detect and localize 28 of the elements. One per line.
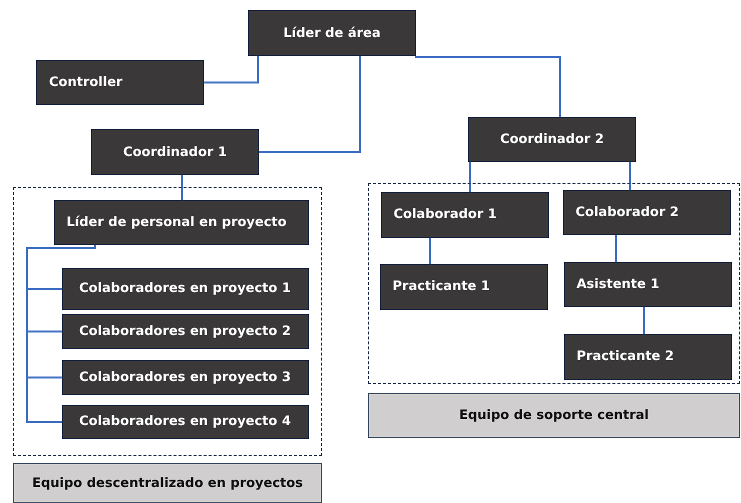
connector-line bbox=[204, 56, 259, 84]
connector-line bbox=[26, 245, 96, 423]
connector-line bbox=[415, 55, 561, 117]
role-box: Asistente 1 bbox=[564, 262, 732, 306]
connector-line bbox=[643, 307, 645, 334]
connector-line bbox=[259, 56, 361, 153]
role-box: Coordinador 2 bbox=[468, 117, 636, 162]
dashed-group-box bbox=[368, 183, 740, 384]
connector-line bbox=[615, 235, 617, 262]
connector-line bbox=[429, 238, 431, 264]
team-label-box: Equipo descentralizado en proyectos bbox=[13, 463, 322, 503]
role-box: Practicante 1 bbox=[380, 264, 548, 310]
role-box: Líder de área bbox=[248, 10, 416, 56]
role-box: Líder de personal en proyecto bbox=[54, 200, 308, 244]
connector-line bbox=[181, 175, 183, 200]
role-box: Coordinador 1 bbox=[91, 129, 259, 175]
team-label-box: Equipo de soporte central bbox=[368, 393, 740, 438]
connector-line bbox=[629, 162, 631, 190]
role-box: Colaboradores en proyecto 4 bbox=[62, 404, 308, 438]
role-box: Colaboradores en proyecto 1 bbox=[62, 268, 308, 310]
role-box: Controller bbox=[36, 60, 204, 105]
role-box: Colaborador 2 bbox=[562, 190, 730, 234]
connector-line bbox=[469, 162, 471, 192]
role-box: Colaborador 1 bbox=[380, 192, 548, 238]
role-box: Colaboradores en proyecto 2 bbox=[62, 314, 308, 348]
role-box: Practicante 2 bbox=[564, 334, 732, 380]
role-box: Colaboradores en proyecto 3 bbox=[62, 360, 308, 394]
dashed-group-box bbox=[13, 187, 322, 456]
